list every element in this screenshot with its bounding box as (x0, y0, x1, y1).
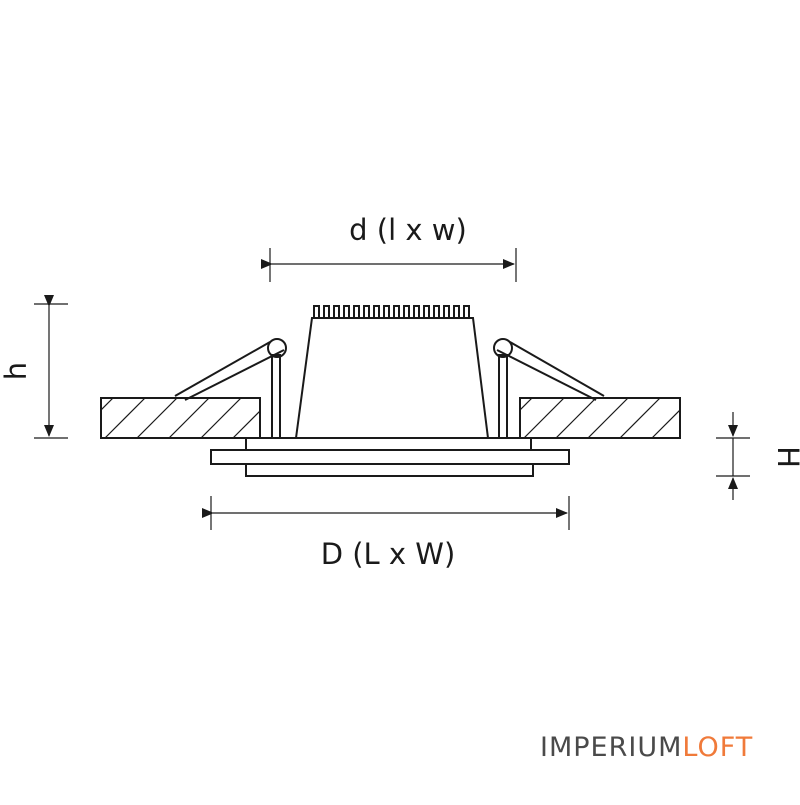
hatch-line (168, 398, 210, 438)
heat-sink-fin (333, 305, 340, 319)
hatch-line (41, 398, 81, 438)
height-H-dimension: H (716, 412, 800, 500)
outer-dimension-label: D (L x W) (321, 537, 456, 571)
hatch-line (200, 398, 242, 438)
outer-dimension: D (L x W) (202, 496, 570, 571)
heat-sink-fin (463, 305, 470, 319)
hatch-line (104, 398, 146, 438)
hatch-line (460, 398, 500, 438)
hatch-line (232, 410, 260, 438)
hatch-line (523, 398, 565, 438)
hatch-line (587, 398, 629, 438)
hatch-line (716, 398, 756, 438)
heat-sink-fin (363, 305, 370, 319)
heat-sink-fin (383, 305, 390, 319)
height-h-label: h (0, 362, 33, 380)
heat-sink-fin (343, 305, 350, 319)
heat-sink-fin (413, 305, 420, 319)
hatch-line (101, 398, 114, 411)
height-H-label: H (771, 446, 800, 468)
heat-sink-fin (443, 305, 450, 319)
heat-sink-fin (323, 305, 330, 319)
height-h-dimension: h (0, 295, 68, 439)
ceiling-left (41, 397, 337, 439)
hatch-line (684, 398, 724, 438)
hatch-line (555, 398, 597, 438)
heat-sink-fin (373, 305, 380, 319)
heat-sink-fin (453, 305, 460, 319)
ceiling-right (460, 397, 756, 439)
heat-sink-fin (353, 305, 360, 319)
hatch-line (297, 398, 337, 438)
heat-sink-fin (423, 305, 430, 319)
brand-logo: IMPERIUMLOFT (540, 732, 753, 763)
heat-sink-fin (393, 305, 400, 319)
inner-dimension-label: d (l x w) (349, 213, 467, 247)
brand-part-1: IMPERIUM (540, 732, 683, 763)
hatch-line (520, 398, 533, 411)
brand-part-2: LOFT (682, 732, 754, 763)
fixture-body (174, 305, 605, 477)
hatch-line (619, 398, 661, 438)
inner-dimension: d (l x w) (261, 213, 517, 282)
heat-sink-fin (403, 305, 410, 319)
heat-sink-fin (433, 305, 440, 319)
hatch-line (136, 398, 178, 438)
hatch-line (651, 409, 680, 438)
heat-sink-fin (313, 305, 320, 319)
